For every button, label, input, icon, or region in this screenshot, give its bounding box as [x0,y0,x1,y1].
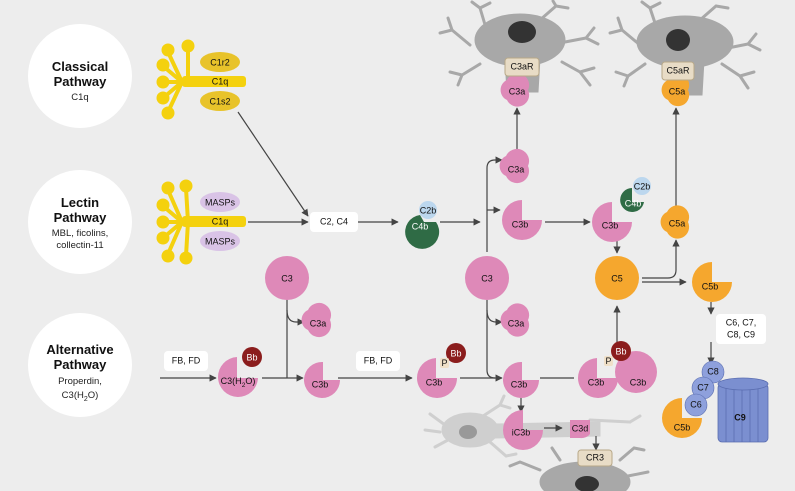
svg-text:FB, FD: FB, FD [364,355,393,365]
c3b-2: C3b [503,361,539,398]
svg-text:C3b: C3b [588,377,605,387]
membrane-attack-complex: C9 C8 C7 C6 C5b [662,360,769,443]
c5b: C5b [692,262,732,302]
c5ar-receptor: C5aR [661,61,695,81]
c3ar-receptor: C3aR [504,57,540,77]
svg-text:C3b: C3b [512,219,529,229]
lectin-complex: MASPs C1q MASPs [156,179,246,265]
svg-text:CR3: CR3 [586,452,604,462]
svg-text:C5a: C5a [669,86,686,96]
svg-text:C4b: C4b [625,198,642,208]
svg-text:Pathway: Pathway [54,74,108,89]
c6-c9-box: C6, C7, C8, C9 [716,314,766,344]
svg-text:C3(H2O): C3(H2O) [221,376,256,388]
svg-text:C3: C3 [281,273,293,283]
svg-text:C3a: C3a [508,164,525,174]
lectin-pathway-circle: Lectin Pathway MBL, ficolins, collectin-… [28,170,132,274]
svg-text:C1s2: C1s2 [209,96,230,106]
svg-text:MBL, ficolins,: MBL, ficolins, [52,228,109,239]
svg-text:C1r2: C1r2 [210,57,230,67]
c3b-c4b-c2b-convertase: C2b C4b C3b [592,177,651,242]
svg-text:C2, C4: C2, C4 [320,216,348,226]
cr3-receptor: CR3 [577,449,613,467]
svg-text:C3b: C3b [511,379,528,389]
c5a: C5a [660,205,690,239]
c3b-top-product: C3b [502,200,542,240]
svg-text:C5: C5 [611,273,623,283]
c3-top: C3 [265,256,309,300]
ic3b-neuron-nucleus [459,425,477,439]
c3b-bb-convertase: Bb P C3b [416,343,466,398]
svg-text:C3a: C3a [508,318,525,328]
svg-text:C3d: C3d [572,423,589,433]
svg-text:Bb: Bb [246,352,257,362]
svg-text:C3b: C3b [630,377,647,387]
svg-text:C8, C9: C8, C9 [727,329,755,339]
svg-text:Classical: Classical [52,59,108,74]
svg-text:C6: C6 [690,399,702,409]
svg-text:P: P [605,356,611,366]
svg-text:Bb: Bb [615,346,626,356]
svg-text:C2b: C2b [420,205,437,215]
c3d: C3d [570,420,590,439]
classical-pathway-circle: Classical Pathway C1q [28,24,132,128]
svg-text:C3aR: C3aR [510,61,534,71]
svg-text:C7: C7 [697,382,709,392]
svg-text:C5a: C5a [669,218,686,228]
svg-text:C5b: C5b [702,281,719,291]
svg-text:FB, FD: FB, FD [172,355,201,365]
alternative-pathway-circle: Alternative Pathway Properdin, C3(H2O) [28,313,132,417]
ic3b: iC3b [503,410,543,450]
svg-text:C5b: C5b [674,422,691,432]
c5: C5 [595,256,639,300]
svg-text:C5aR: C5aR [666,65,690,75]
svg-text:C3: C3 [481,273,493,283]
arrows [160,107,715,451]
c4b-c2b-convertase: C2b C4b [405,201,440,249]
svg-text:C3b: C3b [426,377,443,387]
c3h2o-bb-convertase: Bb C3(H2O) [218,347,262,397]
c3a-bound: C3a [500,73,530,107]
fb-fd-box-2: FB, FD [356,351,400,371]
svg-text:Pathway: Pathway [54,210,108,225]
c3ar-neuron-nucleus [508,21,536,43]
svg-text:C1q: C1q [212,76,229,86]
c3a-top-product: C3a [499,148,530,184]
c1-complex-classical: C1r2 C1q C1s2 [156,39,246,120]
svg-text:C3(H2O): C3(H2O) [62,390,99,403]
svg-text:Lectin: Lectin [61,195,99,210]
c2-c4-box: C2, C4 [310,212,358,232]
svg-text:iC3b: iC3b [512,427,531,437]
c3b-c3b-bb-convertase: Bb P C3b C3b [577,341,657,398]
svg-text:Pathway: Pathway [54,357,108,372]
svg-text:C8: C8 [707,366,719,376]
svg-text:C2b: C2b [634,181,651,191]
c3b-1: C3b [304,361,340,398]
svg-text:MASPs: MASPs [205,197,236,207]
svg-text:C3b: C3b [602,220,619,230]
svg-text:collectin-11: collectin-11 [56,240,103,251]
c3a-small-2: C3a [500,303,530,337]
svg-text:C3b: C3b [312,379,329,389]
svg-text:C6, C7,: C6, C7, [726,317,757,327]
svg-text:C3a: C3a [310,318,327,328]
c3-mid: C3 [465,256,509,300]
svg-text:Properdin,: Properdin, [58,376,102,387]
cr3-neuron-nucleus [575,476,599,491]
svg-text:MASPs: MASPs [205,236,236,246]
svg-text:Bb: Bb [450,348,461,358]
svg-text:Alternative: Alternative [46,342,113,357]
c3a-small-1: C3a [301,302,332,338]
c5ar-neuron-nucleus [666,29,690,51]
svg-text:C1q: C1q [212,216,229,226]
c5a-bound: C5a [661,73,690,107]
svg-text:C3a: C3a [509,86,526,96]
fb-fd-box-1: FB, FD [164,351,208,371]
svg-text:P: P [441,358,447,368]
svg-text:C4b: C4b [412,221,429,231]
svg-text:C1q: C1q [71,92,88,103]
svg-text:C9: C9 [734,412,746,422]
